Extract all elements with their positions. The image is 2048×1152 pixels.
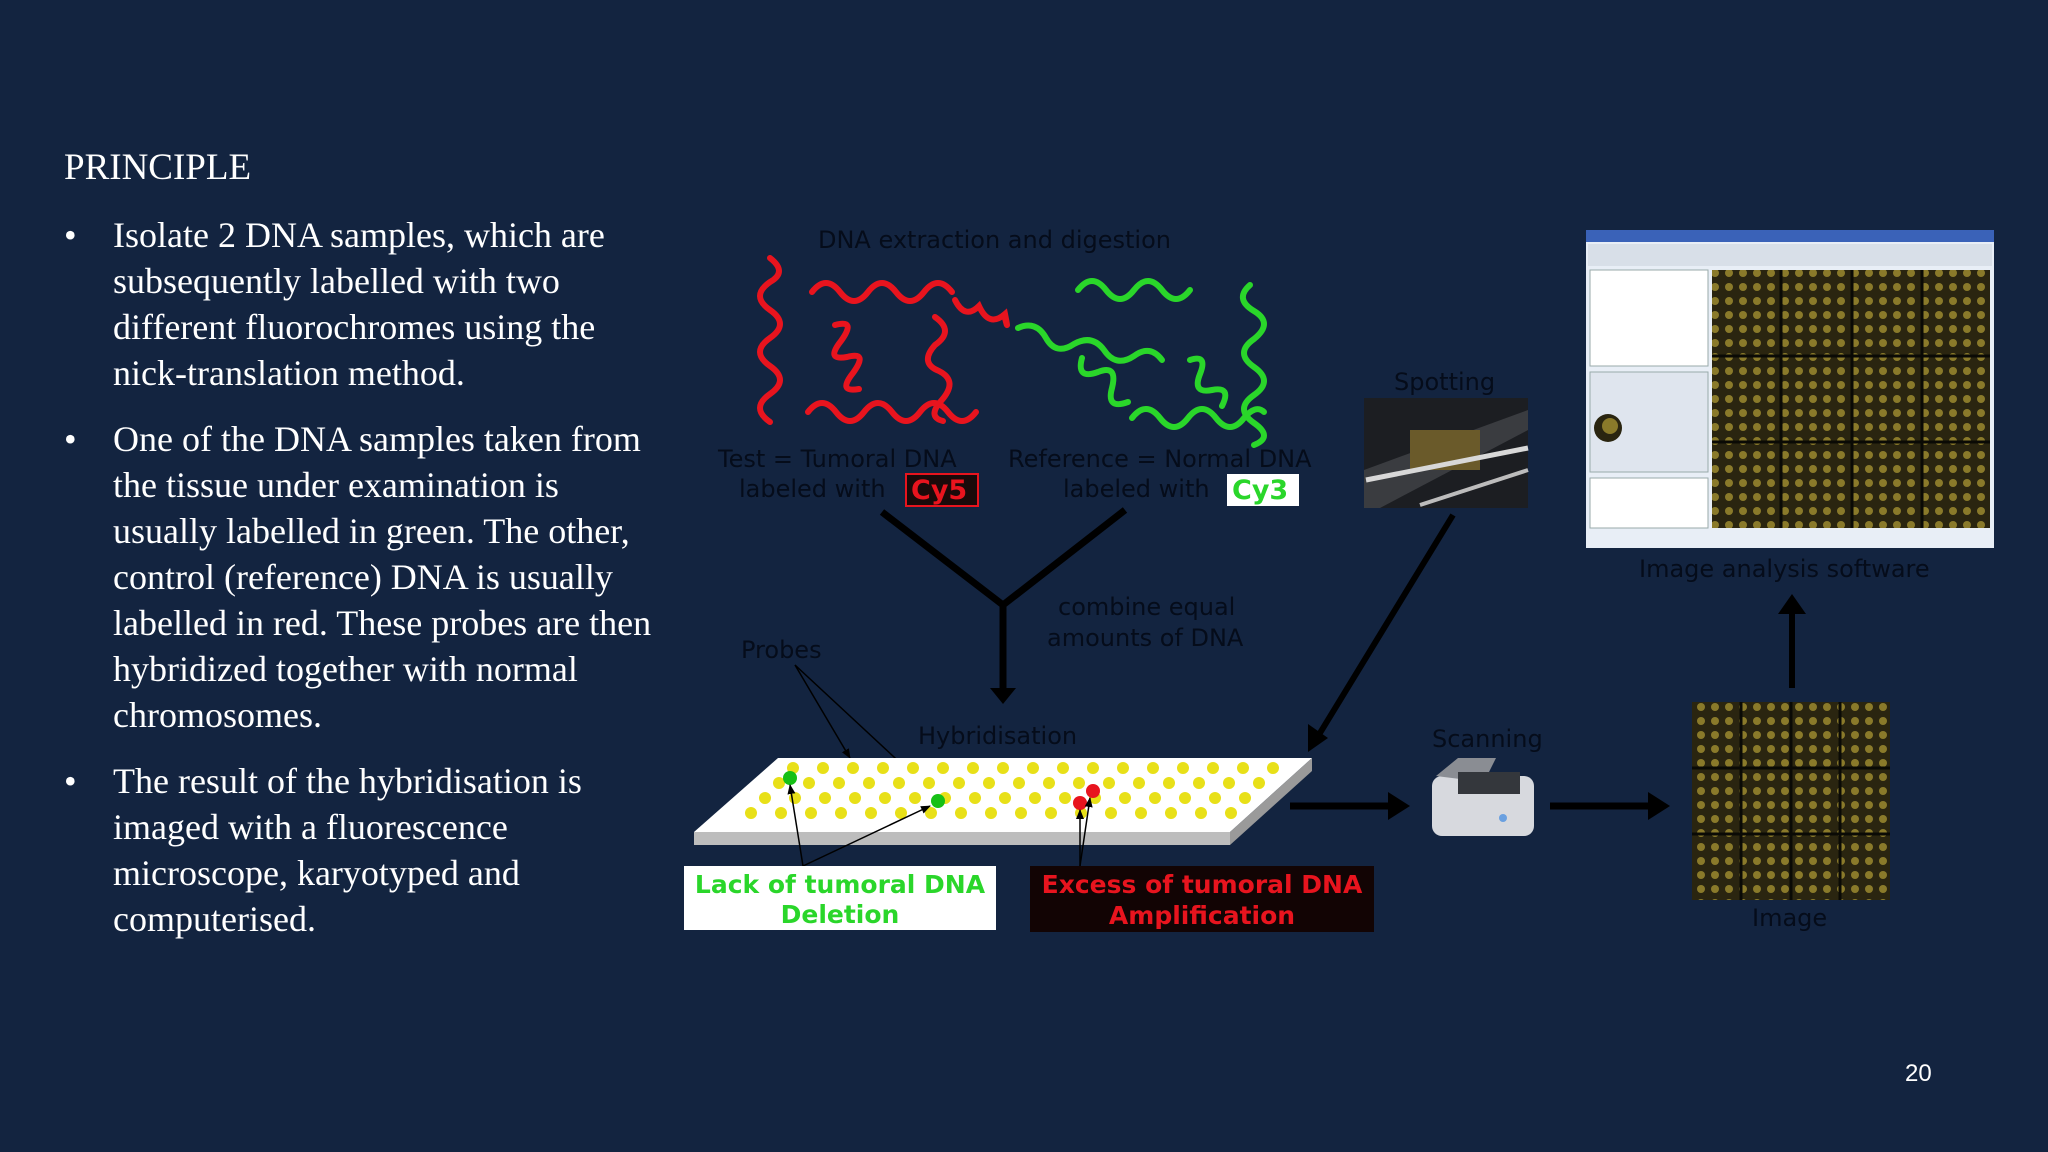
- reference-labeled-with: labeled with: [1063, 475, 1210, 503]
- scanning-label: Scanning: [1432, 725, 1543, 753]
- deletion-pointer: [787, 784, 804, 867]
- deletion-box: [684, 866, 996, 930]
- green-dna-strand: [1129, 406, 1267, 430]
- probes-label: Probes: [741, 636, 822, 664]
- page-number: 20: [1905, 1060, 1932, 1087]
- combine-label-line2: amounts of DNA: [1047, 624, 1244, 652]
- image-analysis-label: Image analysis software: [1639, 555, 1930, 583]
- green-dna-strand: [1075, 278, 1193, 302]
- hybridisation-label: Hybridisation: [918, 722, 1077, 750]
- bullet-item: • Isolate 2 DNA samples, which are subseq…: [64, 212, 664, 396]
- spotting-robot-image: [1364, 398, 1529, 508]
- red-dna-strand: [805, 400, 979, 424]
- red-dna-strand: [809, 280, 955, 304]
- slide-dots: [745, 762, 1279, 819]
- red-dna-strand: [952, 297, 1010, 328]
- green-dna-strand: [1240, 282, 1267, 448]
- spotting-label: Spotting: [1394, 368, 1495, 396]
- probes-pointer: [794, 664, 851, 759]
- deletion-label: Lack of tumoral DNA: [695, 870, 986, 899]
- amplification-pointer: [1079, 797, 1093, 867]
- deletion-label-line2: Deletion: [781, 900, 900, 929]
- image-label: Image: [1752, 904, 1827, 932]
- cy5-badge: [905, 473, 979, 507]
- cy5-label: Cy5: [911, 475, 967, 506]
- red-dna-strand: [757, 255, 783, 425]
- cy3-label: Cy3: [1232, 475, 1288, 506]
- bullet-item: • The result of the hybridisation is imag…: [64, 758, 664, 942]
- bullet-marker: •: [64, 215, 77, 255]
- scanner-icon: [1432, 758, 1534, 836]
- red-probe-spot: [1086, 784, 1100, 798]
- test-dna-label: Test = Tumoral DNA: [717, 445, 957, 473]
- analysis-arrowhead: [1778, 594, 1806, 614]
- bullet-text: Isolate 2 DNA samples, which are subsequ…: [113, 215, 605, 393]
- bullet-marker: •: [64, 419, 77, 459]
- microarray-slide: [694, 758, 1312, 845]
- red-dna-strand: [831, 320, 863, 393]
- to-scanner-arrowhead: [1388, 792, 1410, 820]
- green-probe-spot: [783, 771, 797, 785]
- green-dna-strand: [1015, 322, 1165, 364]
- combine-label: combine equal: [1058, 593, 1235, 621]
- reference-dna-label: Reference = Normal DNA: [1008, 445, 1312, 473]
- cy3-badge: [1227, 474, 1299, 506]
- bullet-text: The result of the hybridisation is image…: [113, 761, 582, 939]
- green-dna-strand: [1187, 355, 1229, 409]
- bullet-list: • Isolate 2 DNA samples, which are subseq…: [64, 212, 664, 962]
- spotting-arrowhead: [1308, 724, 1328, 752]
- analysis-software-screenshot: [1586, 230, 1994, 548]
- amplification-box: [1030, 866, 1374, 932]
- red-dna-strand: [925, 314, 953, 424]
- scanned-image: [1692, 702, 1890, 900]
- amplification-label: Excess of tumoral DNA: [1042, 870, 1363, 899]
- probes-pointer: [794, 664, 909, 771]
- spotting-arrow: [1317, 513, 1456, 735]
- amplification-label-line2: Amplification: [1109, 901, 1295, 930]
- test-labeled-with: labeled with: [739, 475, 886, 503]
- merge-arrow: [879, 507, 1128, 690]
- green-dna-strand: [1077, 355, 1131, 408]
- merge-arrowhead: [990, 688, 1016, 704]
- bullet-marker: •: [64, 761, 77, 801]
- slide-heading: PRINCIPLE: [64, 147, 252, 188]
- deletion-pointer: [802, 805, 931, 867]
- to-image-arrowhead: [1648, 792, 1670, 820]
- red-dna-strands: [757, 255, 1010, 425]
- bullet-item: • One of the DNA samples taken from the t…: [64, 416, 664, 738]
- dna-extraction-label: DNA extraction and digestion: [818, 226, 1171, 254]
- green-probe-spot: [931, 794, 945, 808]
- bullet-text: One of the DNA samples taken from the ti…: [113, 419, 652, 735]
- red-probe-spot: [1073, 796, 1087, 810]
- green-dna-strands: [1015, 278, 1267, 448]
